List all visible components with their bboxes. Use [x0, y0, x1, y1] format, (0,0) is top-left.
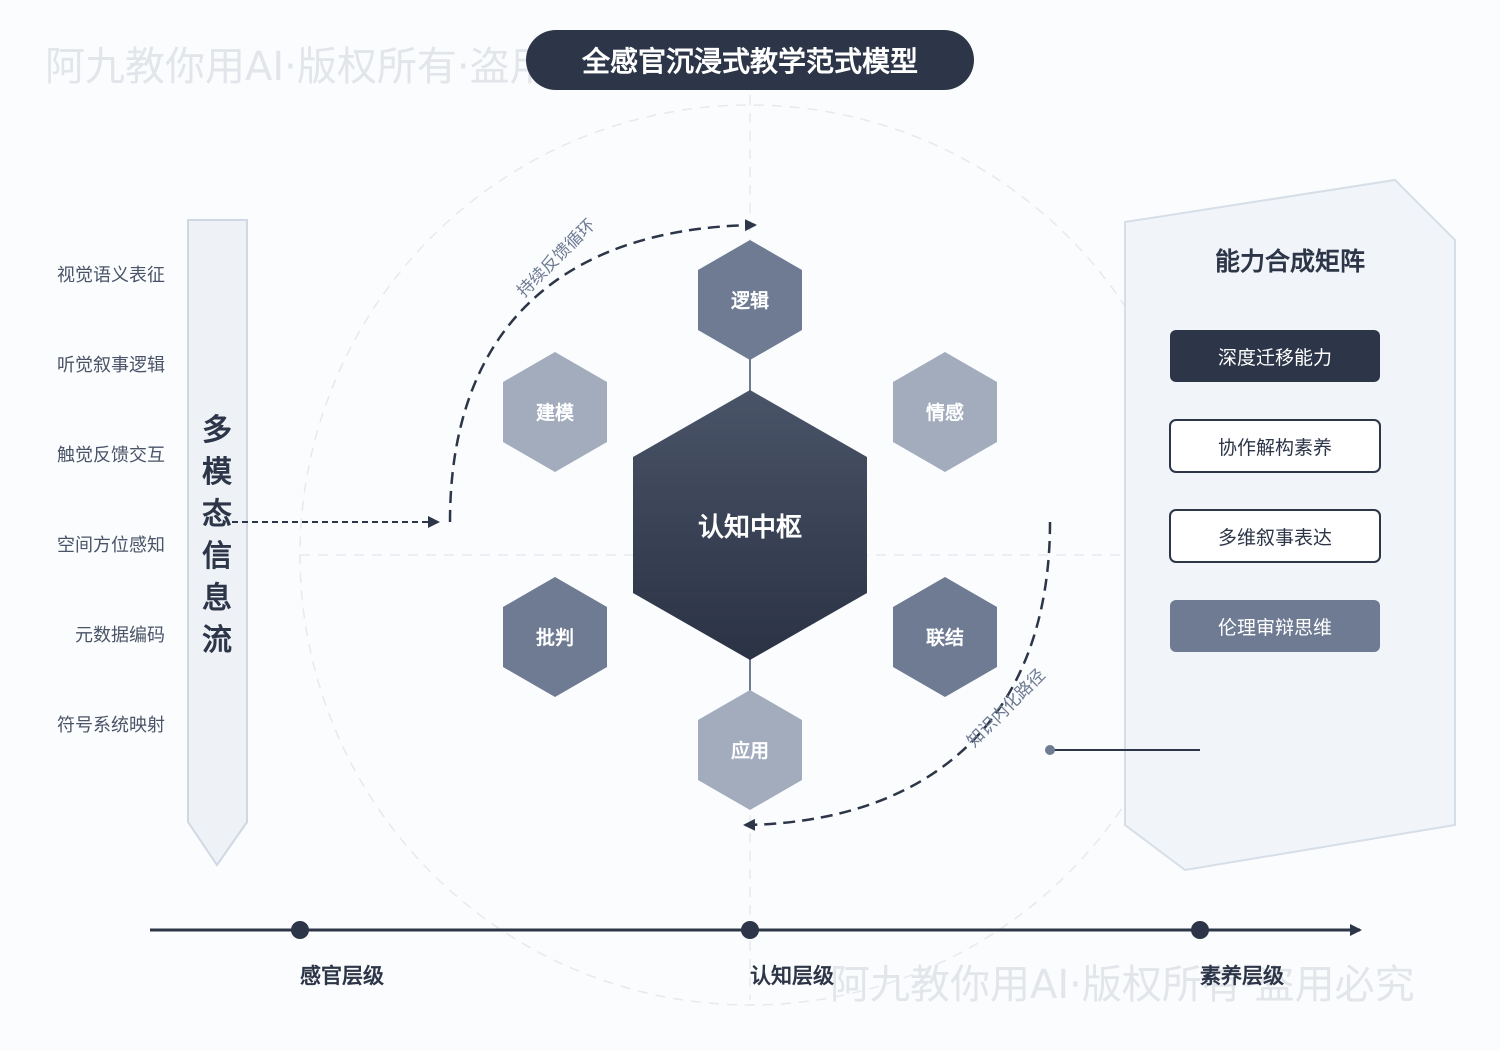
matrix-title: 能力合成矩阵	[1215, 247, 1365, 276]
capability-node: 批判	[503, 577, 607, 697]
page-title: 全感官沉浸式教学范式模型	[581, 45, 918, 78]
capability-node: 逻辑	[698, 240, 802, 360]
input-item: 空间方位感知	[57, 535, 165, 556]
node-label: 批判	[536, 627, 574, 649]
matrix-item: 协作解构素养	[1169, 419, 1381, 473]
matrix-item-box	[1169, 509, 1381, 563]
axis-marker	[741, 921, 759, 939]
node-hexagon	[503, 352, 607, 472]
stream-label-char: 流	[202, 623, 232, 658]
matrix-item-box	[1169, 419, 1381, 473]
input-item: 触觉反馈交互	[57, 445, 165, 466]
matrix-item-label: 协作解构素养	[1218, 437, 1332, 459]
matrix-item: 伦理审辩思维	[1170, 600, 1380, 652]
matrix-item-label: 伦理审辩思维	[1218, 617, 1332, 639]
capability-node: 情感	[893, 352, 997, 472]
axis-marker	[1191, 921, 1209, 939]
node-hexagon	[698, 690, 802, 810]
core-hexagon	[633, 390, 867, 660]
axis-level-label: 认知层级	[750, 964, 834, 988]
node-label: 应用	[731, 739, 769, 762]
axis-level-label: 素养层级	[1200, 964, 1284, 988]
input-item: 符号系统映射	[57, 715, 165, 736]
matrix-item-box	[1170, 600, 1380, 652]
node-hexagon	[893, 577, 997, 697]
axis-level-label: 感官层级	[300, 964, 384, 988]
cognitive-core: 认知中枢	[633, 390, 867, 660]
input-item: 听觉叙事逻辑	[57, 355, 165, 376]
stream-label-char: 信	[202, 539, 232, 574]
input-item: 元数据编码	[75, 625, 165, 646]
capability-node: 联结	[893, 577, 997, 697]
stream-label-char: 模	[202, 455, 232, 490]
stream-label-char: 息	[202, 581, 232, 616]
title-pill	[526, 30, 974, 90]
stream-label-char: 态	[202, 497, 232, 532]
node-hexagon	[893, 352, 997, 472]
internalize-loop-arc	[743, 521, 1052, 831]
matrix-item: 深度迁移能力	[1170, 330, 1380, 382]
title-banner: 全感官沉浸式教学范式模型	[526, 30, 974, 90]
stream-arrow-shape	[187, 219, 248, 867]
feedback-loop-label: 持续反馈循环	[513, 215, 599, 301]
capability-node: 建模	[503, 352, 607, 472]
matrix-item-box	[1170, 330, 1380, 382]
input-item: 视觉语义表征	[57, 265, 165, 286]
node-label: 建模	[536, 401, 575, 424]
node-hexagon	[503, 577, 607, 697]
matrix-item: 多维叙事表达	[1169, 509, 1381, 563]
node-label: 联结	[926, 626, 964, 649]
capability-node: 应用	[698, 690, 802, 810]
node-label: 逻辑	[731, 289, 769, 312]
stream-label-char: 多	[202, 413, 232, 448]
axis-levels: 感官层级 认知层级 素养层级	[291, 921, 1284, 988]
core-label: 认知中枢	[698, 513, 802, 543]
watermark-bottom: 阿九教你用AI·版权所有·盗用必究	[830, 962, 1415, 1008]
matrix-link-dot	[1045, 745, 1055, 755]
matrix-item-label: 深度迁移能力	[1218, 347, 1332, 369]
node-hexagon	[698, 240, 802, 360]
matrix-item-label: 多维叙事表达	[1218, 527, 1332, 549]
node-label: 情感	[926, 401, 964, 424]
feedback-loop-arc	[448, 219, 757, 523]
axis-marker	[291, 921, 309, 939]
